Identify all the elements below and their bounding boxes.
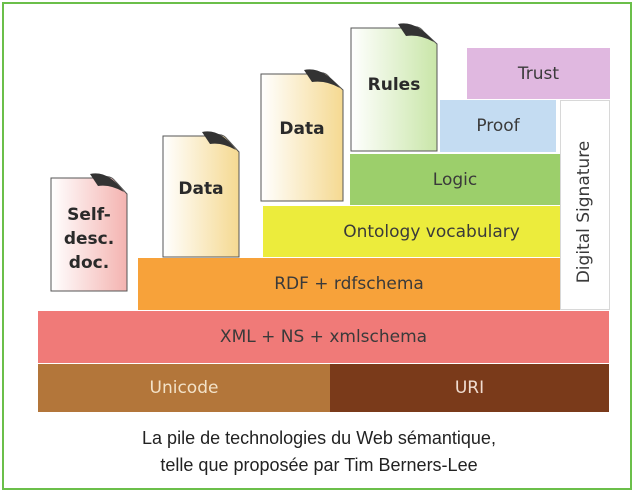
rdf-label: RDF + rdfschema <box>274 274 424 294</box>
caption: La pile de technologies du Web sémantiqu… <box>0 425 638 479</box>
trust-label: Trust <box>517 63 560 84</box>
uri-label: URI <box>454 378 485 398</box>
data-doc-1: Data <box>162 130 240 258</box>
unicode-layer: Unicode <box>38 364 330 412</box>
self-desc-line-1: Self- <box>67 205 111 225</box>
caption-line-2: telle que proposée par Tim Berners-Lee <box>160 455 478 475</box>
ontology-layer: Ontology vocabulary <box>263 206 560 257</box>
uri-layer: URI <box>330 364 609 412</box>
ontology-label: Ontology vocabulary <box>343 221 520 242</box>
data-doc-2-label: Data <box>279 119 325 139</box>
doc-page-icon <box>260 69 344 202</box>
xml-label: XML + NS + xmlschema <box>219 327 428 347</box>
self-desc-line-3: doc. <box>68 253 110 273</box>
rules-doc-label: Rules <box>367 75 421 95</box>
proof-layer: Proof <box>440 100 556 152</box>
xml-layer: XML + NS + xmlschema <box>38 311 609 363</box>
rdf-layer: RDF + rdfschema <box>138 258 560 310</box>
doc-page-icon <box>350 23 438 152</box>
logic-label: Logic <box>432 169 478 190</box>
self-desc-line-2: desc. <box>63 229 115 249</box>
doc-page-icon <box>162 131 240 258</box>
data-doc-1-label: Data <box>178 179 224 199</box>
self-desc-doc: Self- desc. doc. <box>50 172 128 292</box>
rules-doc: Rules <box>350 22 438 152</box>
unicode-label: Unicode <box>149 378 219 398</box>
caption-line-1: La pile de technologies du Web sémantiqu… <box>142 428 496 448</box>
digital-signature-layer <box>560 100 610 310</box>
trust-layer: Trust <box>467 48 610 99</box>
proof-label: Proof <box>476 116 520 136</box>
data-doc-2: Data <box>260 68 344 202</box>
logic-layer: Logic <box>350 154 560 205</box>
digital-signature-text: Digital Signature <box>558 118 610 306</box>
digital-signature-label: Digital Signature <box>574 140 594 284</box>
doc-page-icon <box>50 173 128 292</box>
